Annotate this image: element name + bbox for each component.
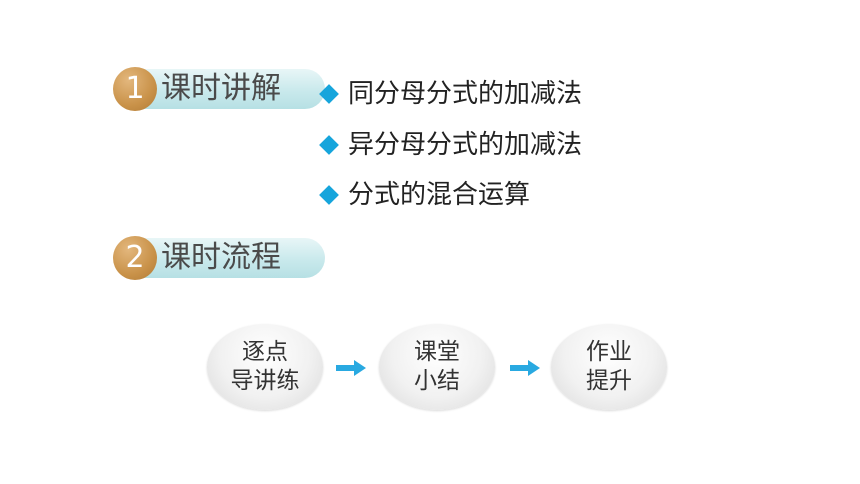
topic-label: 同分母分式的加减法 [348,79,583,109]
flow-step-line: 提升 [586,368,632,394]
section-title: 课时流程 [161,240,281,275]
section-banner [135,69,325,109]
diamond-icon [319,135,339,155]
section-title: 课时讲解 [161,71,281,106]
right-arrow-icon [510,360,540,376]
section-number-badge: 1 [113,67,157,111]
topic-label: 异分母分式的加减法 [348,130,583,160]
flow-step-line: 小结 [414,368,460,394]
flow-step-line: 作业 [586,339,632,365]
diamond-icon [319,185,339,205]
section-header-lesson-flow: 2 课时流程 [113,236,353,280]
flow-step-practice[interactable]: 逐点 导讲练 [207,324,323,410]
flow-step-line: 逐点 [242,339,288,365]
right-arrow-icon [336,360,366,376]
flow-step-line: 课堂 [414,339,460,365]
section-header-lesson-explanation: 1 课时讲解 [113,67,353,111]
flow-step-summary[interactable]: 课堂 小结 [379,324,495,410]
flow-step-line: 导讲练 [230,368,300,394]
section-banner [135,238,325,278]
topic-label: 分式的混合运算 [348,180,531,210]
section-number-badge: 2 [113,236,157,280]
flow-step-homework[interactable]: 作业 提升 [551,324,667,410]
